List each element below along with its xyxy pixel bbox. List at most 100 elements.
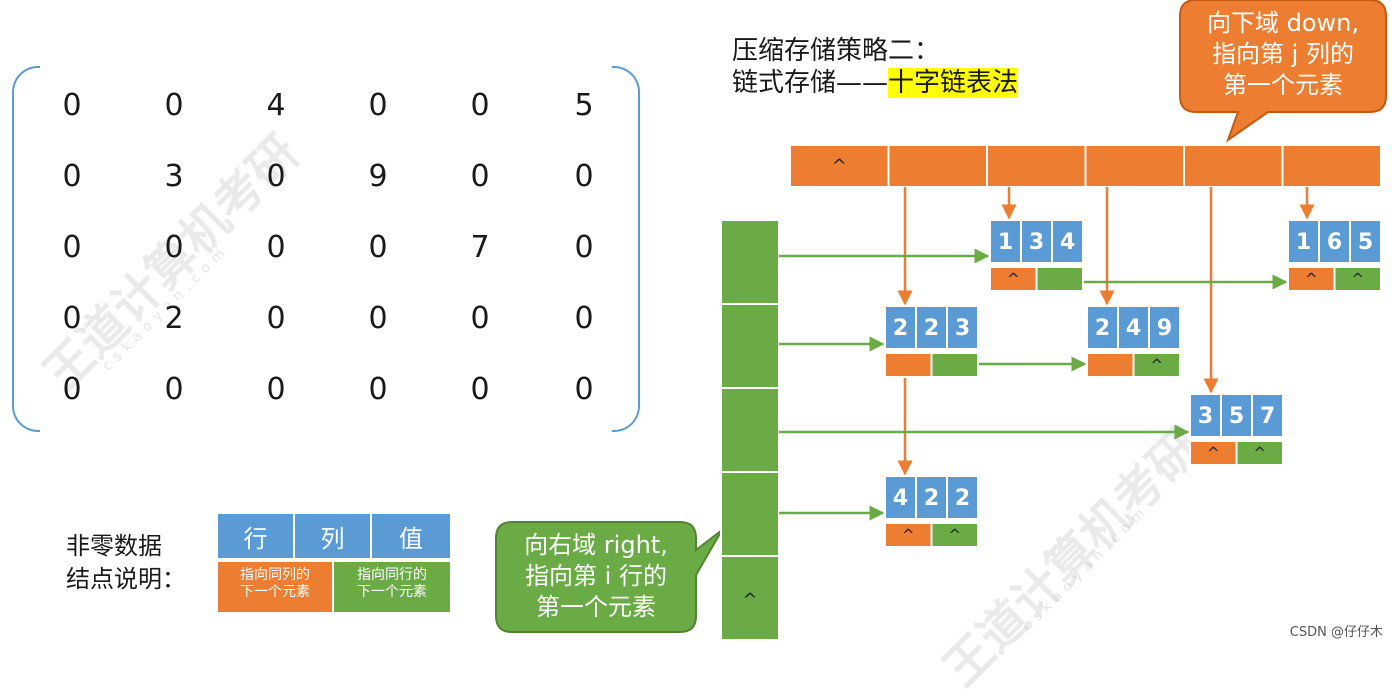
title-method-highlight: 十字链表法: [888, 68, 1019, 98]
legend-field-row: 行: [218, 514, 295, 558]
null-pointer-symbol: ^: [948, 526, 961, 544]
node-value-text: 6: [1327, 230, 1342, 255]
matrix-cell: 0: [164, 372, 184, 407]
node-value-cell: [946, 305, 979, 350]
matrix-cell: 0: [470, 159, 490, 194]
legend-down-desc-line: 下一个元素: [240, 584, 310, 600]
callout-right-bubble: [495, 521, 723, 633]
legend-right-pointer: 指向同行的 下一个元素: [334, 562, 450, 612]
legend-right-desc-line: 指向同行的: [357, 567, 427, 583]
null-pointer-symbol: ^: [1253, 444, 1266, 462]
row-head-array: ^: [720, 219, 780, 641]
node-value-text: 1: [998, 230, 1013, 255]
legend-down-pointer: 指向同列的 下一个元素: [218, 562, 334, 612]
matrix-cell: 0: [164, 88, 184, 123]
matrix-cell: 0: [266, 159, 286, 194]
node-value-text: 3: [955, 316, 970, 341]
legend-label: 非零数据 结点说明：: [66, 530, 186, 596]
node-right-pointer: [1333, 266, 1382, 292]
node-value-text: 9: [1157, 316, 1172, 341]
callout-down-line: 指向第 j 列的: [1212, 40, 1354, 68]
row-head-cell: [720, 219, 780, 305]
matrix-cell: 2: [164, 301, 184, 336]
column-head-cell: [789, 144, 890, 188]
node-value-cell: [1349, 219, 1382, 264]
matrix-cell: 0: [574, 230, 594, 265]
null-pointer-symbol: ^: [1150, 356, 1163, 374]
null-pointer-symbol: ^: [902, 526, 915, 544]
null-pointer-symbol: ^: [1305, 270, 1318, 288]
null-pointer-symbol: ^: [832, 156, 847, 177]
node-value-text: 2: [955, 486, 970, 511]
null-pointer-symbol: ^: [742, 590, 757, 611]
row-head-cell: [720, 555, 780, 641]
node-right-pointer: [1235, 440, 1284, 466]
column-head-cell: [1281, 144, 1382, 188]
null-pointer-symbol: ^: [1351, 270, 1364, 288]
null-pointer-symbol: ^: [1007, 270, 1020, 288]
legend-down-desc-line: 指向同列的: [240, 567, 310, 583]
node-value-cell: [989, 219, 1022, 264]
node-value-cell: [1318, 219, 1351, 264]
node-value-text: 5: [1229, 404, 1244, 429]
node-right-pointer: [930, 522, 979, 548]
matrix-cell: 7: [470, 230, 490, 265]
column-head-array: ^: [789, 144, 1382, 188]
node-value-text: 1: [1296, 230, 1311, 255]
column-head-cell: [887, 144, 988, 188]
legend-field-col: 列: [295, 514, 372, 558]
row-head-cell: [720, 471, 780, 557]
matrix-cell: 0: [368, 88, 388, 123]
node-value-cell: [1287, 219, 1320, 264]
node-right-pointer: [930, 352, 979, 378]
node-value-text: 4: [1126, 316, 1141, 341]
matrix-cell: 0: [574, 372, 594, 407]
callout-down-line: 第一个元素: [1223, 71, 1343, 99]
row-head-cell: [720, 387, 780, 473]
matrix-cell: 0: [470, 372, 490, 407]
node-value-text: 2: [924, 316, 939, 341]
null-pointer-symbol: ^: [1207, 444, 1220, 462]
node-value-text: 3: [1029, 230, 1044, 255]
legend-field-val: 值: [372, 514, 450, 558]
matrix-cell: 0: [62, 88, 82, 123]
node-value-cell: [1148, 305, 1181, 350]
node-value-text: 2: [893, 316, 908, 341]
callout-down-bubble: [1179, 0, 1387, 143]
callout-down-text: 向下域 down, 指向第 j 列的 第一个元素: [1180, 8, 1386, 101]
matrix-cell: 0: [266, 372, 286, 407]
node-value-text: 4: [893, 486, 908, 511]
column-head-cell: [1183, 144, 1284, 188]
node-value-cell: [1117, 305, 1150, 350]
matrix-cell: 0: [368, 230, 388, 265]
matrix-cell: 0: [368, 301, 388, 336]
node-value-text: 5: [1358, 230, 1373, 255]
matrix-cell: 0: [574, 301, 594, 336]
node-down-pointer: [1086, 352, 1135, 378]
node-value-cell: [1051, 219, 1084, 264]
node-value-cell: [946, 475, 979, 520]
node-value-cell: [1189, 393, 1222, 438]
callout-right-line: 向右域 right,: [524, 531, 668, 559]
title-method: 链式存储——十字链表法: [732, 62, 1019, 99]
callout-right-line: 第一个元素: [536, 593, 656, 621]
node-down-pointer: [884, 522, 933, 548]
node-value-cell: [884, 305, 917, 350]
node-value-text: 7: [1260, 404, 1275, 429]
callout-right-text: 向右域 right, 指向第 i 行的 第一个元素: [496, 530, 696, 623]
node-value-text: 4: [1060, 230, 1075, 255]
matrix-cell: 3: [164, 159, 184, 194]
callout-right-line: 指向第 i 行的: [525, 562, 667, 590]
node-value-cell: [915, 475, 948, 520]
node-value-cell: [1251, 393, 1284, 438]
matrix-cell: 9: [368, 159, 388, 194]
matrix-cell: 0: [62, 159, 82, 194]
row-head-cell: [720, 303, 780, 389]
node-value-cell: [884, 475, 917, 520]
